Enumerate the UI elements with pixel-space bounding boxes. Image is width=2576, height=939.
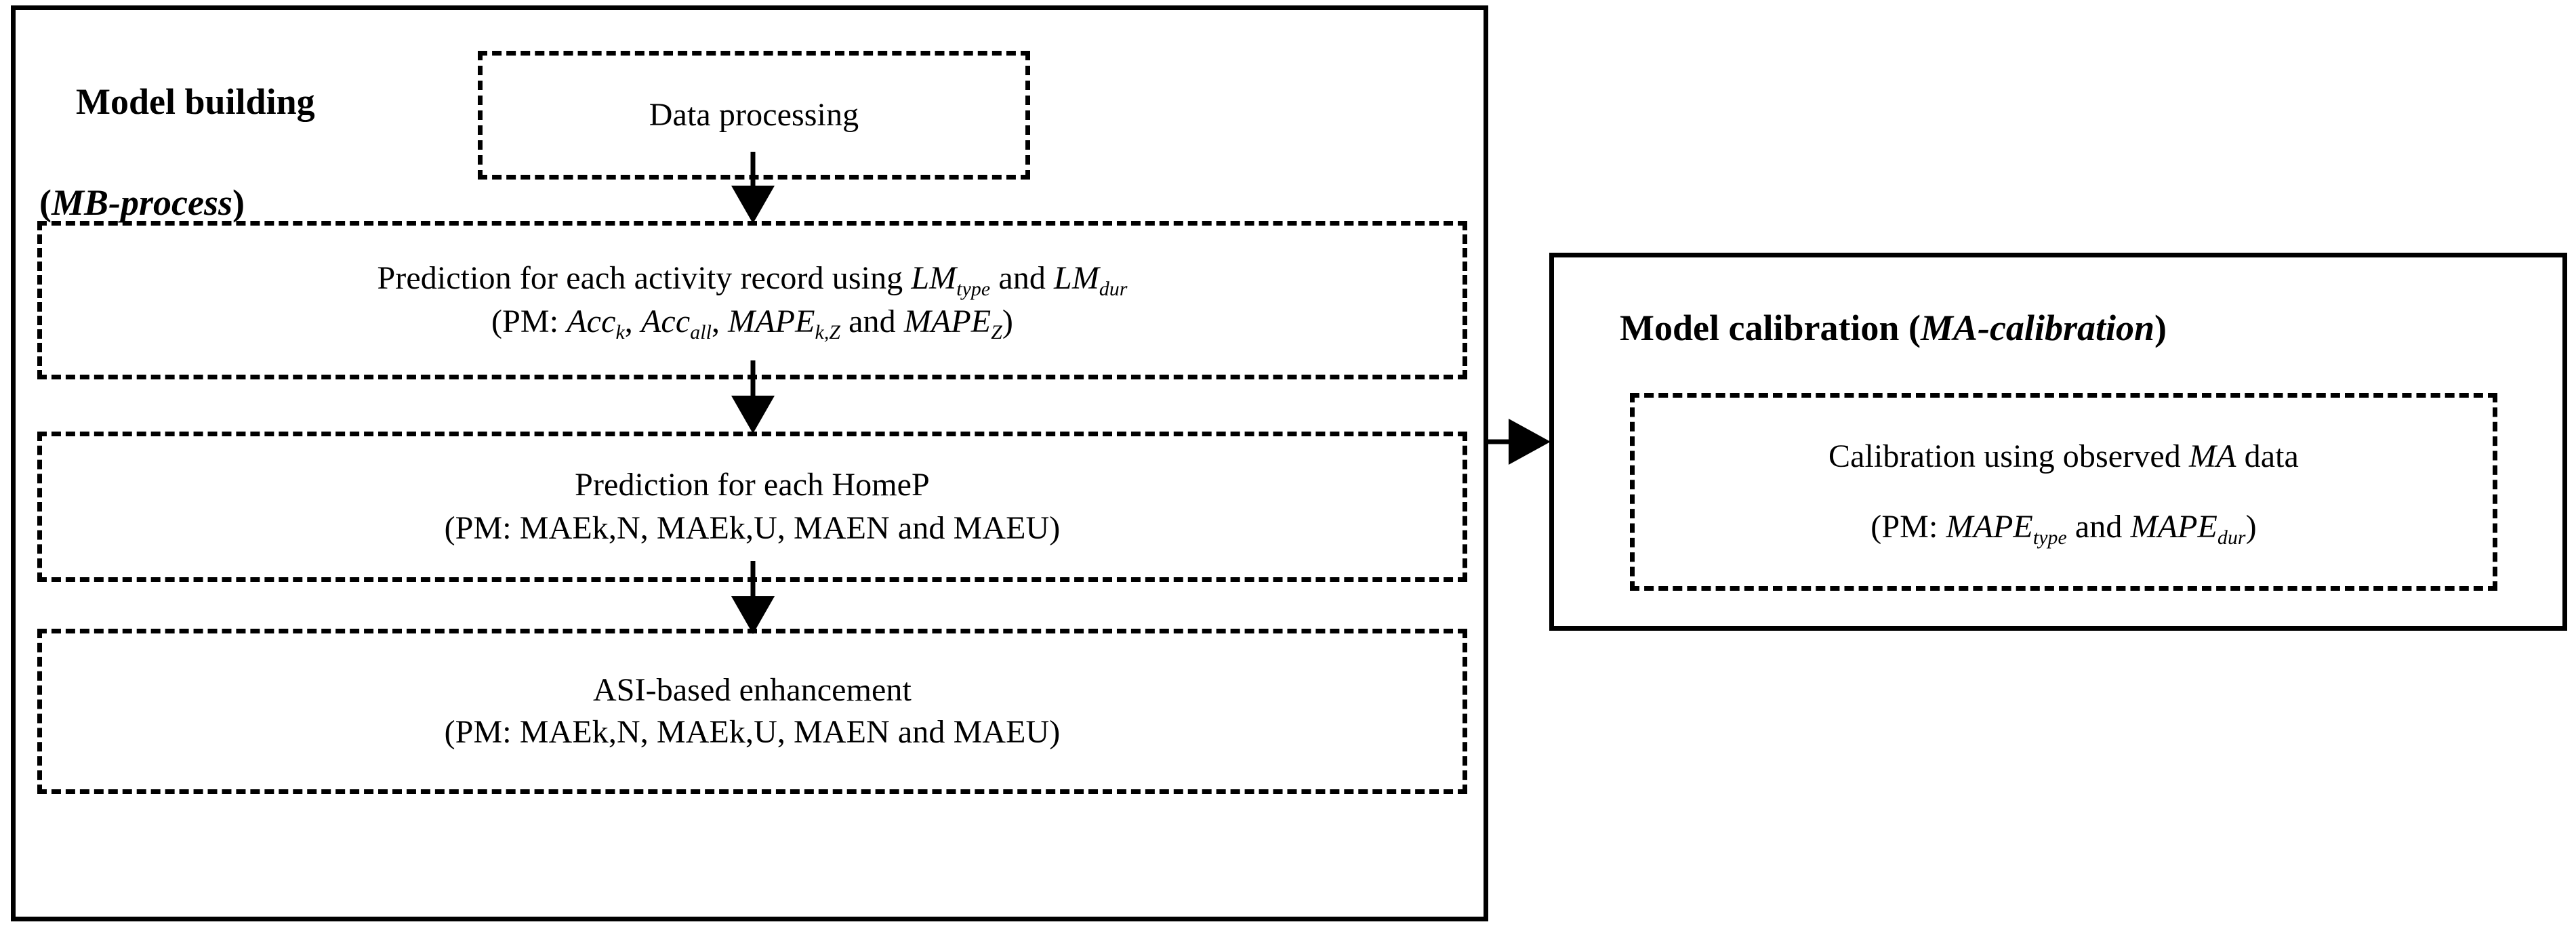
mape-kz-symbol: MAPEk,Z: [728, 304, 840, 343]
arrow-shaft: [750, 561, 756, 603]
model-building-panel: [11, 5, 1488, 921]
lm-type-base: LM: [911, 259, 957, 296]
mb-process-label: MB-process: [51, 182, 232, 223]
mape-z-symbol: MAPEZ: [903, 304, 1002, 343]
calibration-line2: (PM: MAPEtype and MAPEdur): [1870, 505, 2256, 549]
model-building-heading: Model building (MB-process): [39, 26, 315, 329]
ma-data-label: MA: [2188, 438, 2236, 474]
lm-dur-base: LM: [1054, 259, 1099, 296]
sep-1: ,: [624, 304, 641, 339]
prediction-activity-record-box: Prediction for each activity record usin…: [37, 221, 1467, 379]
calibration-line1-suffix: data: [2236, 438, 2299, 474]
acc-k-subscript: k: [615, 321, 625, 344]
paren-close: ): [232, 182, 245, 223]
prediction-homep-line1: Prediction for each HomeP: [575, 466, 930, 503]
mape-kz-subscript: k,Z: [815, 321, 841, 344]
prediction-homep-box: Prediction for each HomeP (PM: MAEk,N, M…: [37, 432, 1467, 582]
line1-and: and: [990, 259, 1055, 296]
prediction-homep-line2: (PM: MAEk,N, MAEk,U, MAEN and MAEU): [444, 510, 1061, 546]
arrow-head: [1509, 419, 1551, 465]
calibration-line1-prefix: Calibration using observed: [1828, 438, 2189, 474]
arrow-shaft: [750, 152, 756, 191]
prediction-activity-record-line1: Prediction for each activity record usin…: [377, 257, 1127, 300]
prediction-activity-record-line2: (PM: Acck, Accall, MAPEk,Z and MAPEZ): [491, 300, 1013, 343]
calibration-and: and: [2066, 509, 2131, 545]
calibration-line1: Calibration using observed MA data: [1828, 435, 2299, 478]
arrow-head: [731, 596, 775, 634]
mape-type-subscript: type: [2032, 526, 2067, 549]
mape-z-subscript: Z: [991, 321, 1002, 344]
pm-prefix: (PM:: [491, 304, 567, 339]
acc-all-base: Acc: [641, 304, 691, 339]
asi-enhancement-line2: (PM: MAEk,N, MAEk,U, MAEN and MAEU): [444, 714, 1061, 750]
asi-enhancement-box: ASI-based enhancement (PM: MAEk,N, MAEk,…: [37, 629, 1467, 794]
lm-type-subscript: type: [956, 277, 991, 300]
model-calibration-panel: [1549, 253, 2567, 631]
model-calibration-heading: Model calibration (MA-calibration): [1620, 303, 2167, 354]
sep-2: ,: [711, 304, 729, 339]
lm-dur-symbol: LMdur: [1054, 259, 1128, 300]
calibration-box: Calibration using observed MA data (PM: …: [1630, 393, 2497, 591]
lm-type-symbol: LMtype: [911, 259, 990, 300]
line1-text: Prediction for each activity record usin…: [377, 259, 912, 296]
mape-type-symbol: MAPEtype: [1946, 509, 2066, 549]
model-building-heading-line1: Model building: [76, 81, 315, 122]
arrow-shaft: [750, 360, 756, 402]
mape-z-base: MAPE: [903, 304, 991, 339]
acc-k-symbol: Acck: [567, 304, 625, 343]
model-building-heading-line2: (MB-process): [39, 178, 315, 228]
ma-heading-prefix: Model calibration (: [1620, 308, 1921, 348]
asi-enhancement-line1: ASI-based enhancement: [593, 671, 912, 708]
mape-kz-base: MAPE: [728, 304, 815, 339]
paren-open: (: [39, 182, 52, 223]
calibration-pm-suffix: ): [2245, 509, 2257, 545]
mape-dur-base: MAPE: [2130, 509, 2217, 545]
ma-heading-suffix: ): [2154, 308, 2167, 348]
arrow-head: [731, 186, 775, 224]
arrow-head: [731, 396, 775, 434]
ma-calibration-label: MA-calibration: [1920, 308, 2154, 348]
mape-type-base: MAPE: [1946, 509, 2033, 545]
acc-all-subscript: all: [690, 321, 712, 344]
acc-k-base: Acc: [567, 304, 616, 339]
data-processing-label: Data processing: [649, 96, 859, 133]
mape-dur-symbol: MAPEdur: [2130, 509, 2246, 549]
pm-suffix: ): [1002, 304, 1013, 339]
calibration-pm-prefix: (PM:: [1870, 509, 1946, 545]
acc-all-symbol: Accall: [641, 304, 712, 343]
lm-dur-subscript: dur: [1099, 277, 1128, 300]
line2-and: and: [840, 304, 904, 339]
mape-dur-subscript: dur: [2217, 526, 2246, 549]
